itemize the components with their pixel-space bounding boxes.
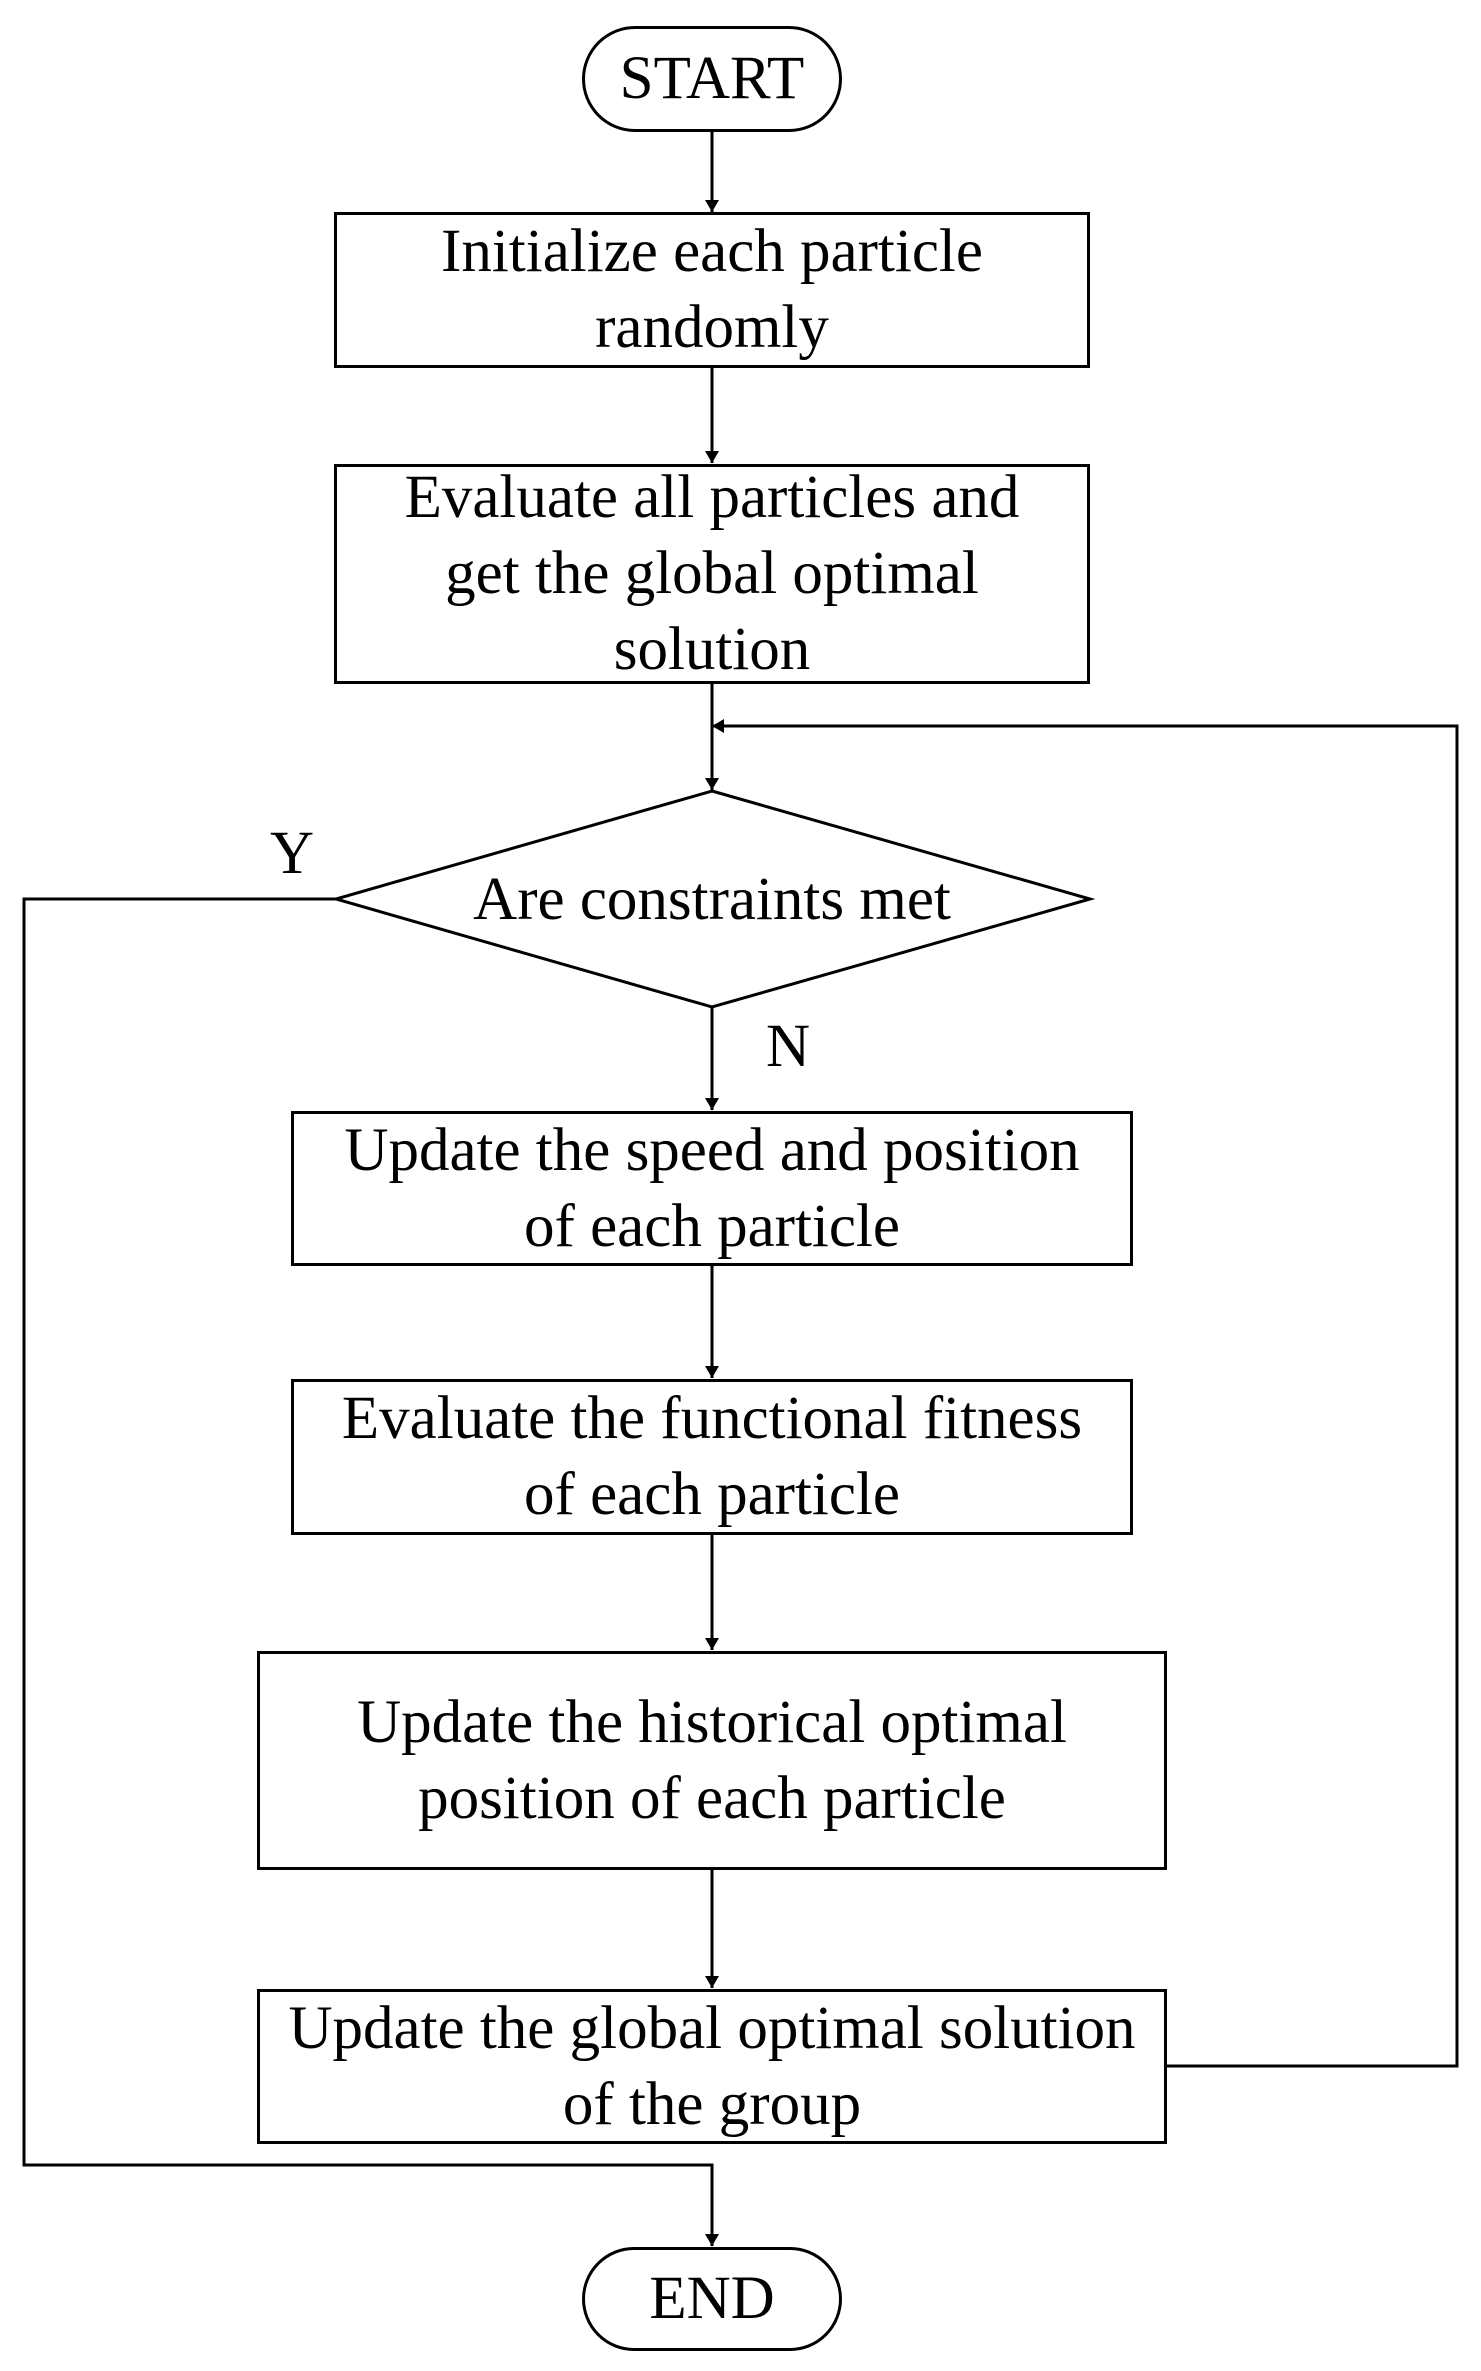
step-evaluate-all-line-3: solution xyxy=(613,616,811,683)
step-initialize: Initialize each particle randomly xyxy=(334,212,1090,368)
step-update-speed-line-2: of each particle xyxy=(524,1192,900,1260)
step-evaluate-all-line-1: Evaluate all particles and xyxy=(404,464,1020,531)
step-update-speed-line-1: Update the speed and position xyxy=(344,1116,1080,1184)
step-evaluate-fitness: Evaluate the functional fitness of each … xyxy=(291,1379,1133,1535)
step-evaluate-all: Evaluate all particles and get the globa… xyxy=(334,464,1090,684)
start-label: START xyxy=(619,45,805,112)
yes-branch-label: Y xyxy=(270,820,315,887)
step-initialize-line-1: Initialize each particle xyxy=(441,218,983,285)
step-evaluate-fitness-line-1: Evaluate the functional fitness xyxy=(341,1385,1083,1452)
decision-label: Are constraints met xyxy=(473,866,951,933)
no-branch-label: N xyxy=(766,1013,811,1080)
step-update-historical: Update the historical optimal position o… xyxy=(257,1651,1167,1870)
step-update-global-line-1: Update the global optimal solution xyxy=(288,1994,1136,2062)
end-label: END xyxy=(649,2265,775,2332)
step-evaluate-all-line-2: get the global optimal xyxy=(445,540,979,607)
step-initialize-line-2: randomly xyxy=(595,294,829,361)
step-update-global-line-2: of the group xyxy=(562,2070,862,2138)
step-update-global: Update the global optimal solution of th… xyxy=(257,1989,1167,2144)
arrow-loop-back xyxy=(712,719,1459,2068)
end-terminal: END xyxy=(582,2247,842,2351)
step-evaluate-fitness-line-2: of each particle xyxy=(524,1461,900,1528)
step-update-speed-position: Update the speed and position of each pa… xyxy=(291,1111,1133,1266)
arrow-yes-to-end xyxy=(22,897,719,2246)
step-update-historical-line-1: Update the historical optimal xyxy=(357,1688,1067,1756)
decision-constraints: Are constraints met xyxy=(420,860,1004,940)
decision-diamond-shape xyxy=(330,789,1096,1009)
step-update-historical-line-2: position of each particle xyxy=(418,1764,1006,1832)
start-terminal: START xyxy=(582,26,842,132)
